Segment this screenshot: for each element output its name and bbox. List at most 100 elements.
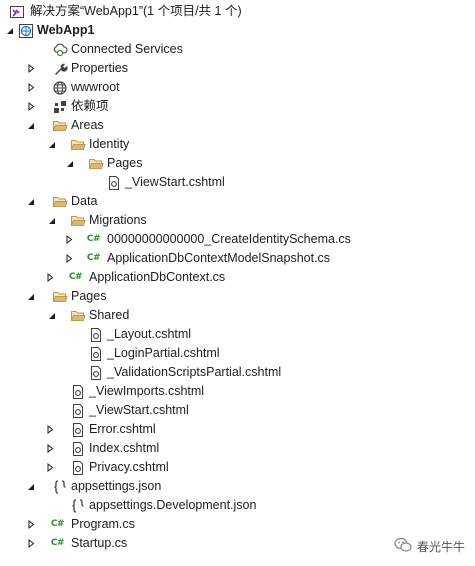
tree-row-wwwroot[interactable]: wwwroot [0, 78, 475, 97]
collapsed-arrow-icon[interactable] [63, 249, 75, 268]
areas-label: Areas [71, 118, 104, 132]
expanded-arrow-icon[interactable] [25, 116, 37, 135]
view-imports-label: _ViewImports.cshtml [89, 384, 205, 398]
tree-row-project[interactable]: WebApp1 [0, 21, 475, 40]
collapsed-arrow-icon[interactable] [25, 534, 37, 553]
index-label: Index.cshtml [89, 441, 160, 455]
tree-row-shared[interactable]: Shared [0, 306, 475, 325]
tree-row-appsettings-dev[interactable]: appsettings.Development.json [0, 496, 475, 515]
tree-row-identity-pages[interactable]: Pages [0, 154, 475, 173]
folder-open-icon [69, 136, 86, 153]
shared-label: Shared [89, 308, 130, 322]
dependencies-label: 依赖项 [71, 99, 109, 113]
connected-services-label: Connected Services [71, 42, 183, 56]
expanded-arrow-icon[interactable] [46, 211, 58, 230]
expanded-arrow-icon[interactable] [25, 287, 37, 306]
connected-services-icon [51, 41, 68, 58]
tree-row-startup[interactable]: C# Startup.cs [0, 534, 475, 553]
collapsed-arrow-icon[interactable] [25, 78, 37, 97]
project-icon [17, 22, 34, 39]
collapsed-arrow-icon[interactable] [44, 458, 56, 477]
csharp-file-icon: C# [86, 253, 101, 263]
tree-row-identity[interactable]: Identity [0, 135, 475, 154]
dependencies-icon [51, 98, 68, 115]
migrations-label: Migrations [89, 213, 147, 227]
folder-open-icon [51, 193, 68, 210]
solution-label: 解决方案“WebApp1”(1 个项目/共 1 个) [30, 4, 242, 18]
csharp-file-icon: C# [68, 272, 83, 282]
collapsed-arrow-icon[interactable] [25, 59, 37, 78]
privacy-label: Privacy.cshtml [89, 460, 169, 474]
tree-row-view-start[interactable]: _ViewStart.cshtml [0, 401, 475, 420]
migration-snapshot-label: ApplicationDbContextModelSnapshot.cs [107, 251, 331, 265]
tree-row-migrations[interactable]: Migrations [0, 211, 475, 230]
wechat-icon [394, 537, 412, 556]
folder-open-icon [69, 307, 86, 324]
expanded-arrow-icon[interactable] [46, 135, 58, 154]
tree-row-properties[interactable]: Properties [0, 59, 475, 78]
expanded-arrow-icon[interactable] [4, 21, 16, 40]
expanded-arrow-icon[interactable] [25, 477, 37, 496]
data-label: Data [71, 194, 98, 208]
razor-file-icon [105, 174, 122, 191]
folder-open-icon [69, 212, 86, 229]
tree-row-migration-snapshot[interactable]: C# ApplicationDbContextModelSnapshot.cs [0, 249, 475, 268]
collapsed-arrow-icon[interactable] [25, 97, 37, 116]
validation-partial-label: _ValidationScriptsPartial.cshtml [107, 365, 282, 379]
collapsed-arrow-icon[interactable] [44, 439, 56, 458]
tree-row-identity-viewstart[interactable]: _ViewStart.cshtml [0, 173, 475, 192]
tree-row-privacy[interactable]: Privacy.cshtml [0, 458, 475, 477]
collapsed-arrow-icon[interactable] [63, 230, 75, 249]
razor-file-icon [87, 364, 104, 381]
tree-row-layout[interactable]: _Layout.cshtml [0, 325, 475, 344]
tree-row-app-db-context[interactable]: C# ApplicationDbContext.cs [0, 268, 475, 287]
collapsed-arrow-icon[interactable] [44, 420, 56, 439]
razor-file-icon [69, 421, 86, 438]
csharp-file-icon: C# [50, 538, 65, 548]
wrench-icon [51, 60, 68, 77]
razor-file-icon [87, 326, 104, 343]
csharp-file-icon: C# [50, 519, 65, 529]
watermark: 春光牛牛 [394, 537, 465, 556]
csharp-file-icon: C# [86, 234, 101, 244]
tree-row-error[interactable]: Error.cshtml [0, 420, 475, 439]
watermark-label: 春光牛牛 [416, 540, 465, 554]
tree-row-connected-services[interactable]: Connected Services [0, 40, 475, 59]
folder-open-icon [87, 155, 104, 172]
properties-label: Properties [71, 61, 128, 75]
tree-row-validation-partial[interactable]: _ValidationScriptsPartial.cshtml [0, 363, 475, 382]
error-label: Error.cshtml [89, 422, 156, 436]
expanded-arrow-icon[interactable] [46, 306, 58, 325]
razor-file-icon [69, 459, 86, 476]
json-file-icon [69, 497, 86, 514]
project-label: WebApp1 [37, 23, 95, 37]
identity-label: Identity [89, 137, 130, 151]
expanded-arrow-icon[interactable] [64, 154, 76, 173]
tree-row-index[interactable]: Index.cshtml [0, 439, 475, 458]
razor-file-icon [69, 440, 86, 457]
tree-row-pages[interactable]: Pages [0, 287, 475, 306]
razor-file-icon [87, 345, 104, 362]
tree-row-data[interactable]: Data [0, 192, 475, 211]
login-partial-label: _LoginPartial.cshtml [107, 346, 220, 360]
tree-row-appsettings[interactable]: appsettings.json [0, 477, 475, 496]
program-label: Program.cs [71, 517, 135, 531]
collapsed-arrow-icon[interactable] [44, 268, 56, 287]
tree-row-view-imports[interactable]: _ViewImports.cshtml [0, 382, 475, 401]
identity-viewstart-label: _ViewStart.cshtml [125, 175, 225, 189]
app-db-context-label: ApplicationDbContext.cs [89, 270, 226, 284]
migration-create-label: 00000000000000_CreateIdentitySchema.cs [107, 232, 351, 246]
tree-row-solution[interactable]: 解决方案“WebApp1”(1 个项目/共 1 个) [0, 2, 475, 21]
tree-row-login-partial[interactable]: _LoginPartial.cshtml [0, 344, 475, 363]
folder-open-icon [51, 117, 68, 134]
view-start-label: _ViewStart.cshtml [89, 403, 189, 417]
globe-icon [51, 79, 68, 96]
tree-row-areas[interactable]: Areas [0, 116, 475, 135]
solution-icon [8, 3, 25, 20]
identity-pages-label: Pages [107, 156, 143, 170]
expanded-arrow-icon[interactable] [25, 192, 37, 211]
tree-row-dependencies[interactable]: 依赖项 [0, 97, 475, 116]
tree-row-program[interactable]: C# Program.cs [0, 515, 475, 534]
collapsed-arrow-icon[interactable] [25, 515, 37, 534]
tree-row-migration-create[interactable]: C# 00000000000000_CreateIdentitySchema.c… [0, 230, 475, 249]
